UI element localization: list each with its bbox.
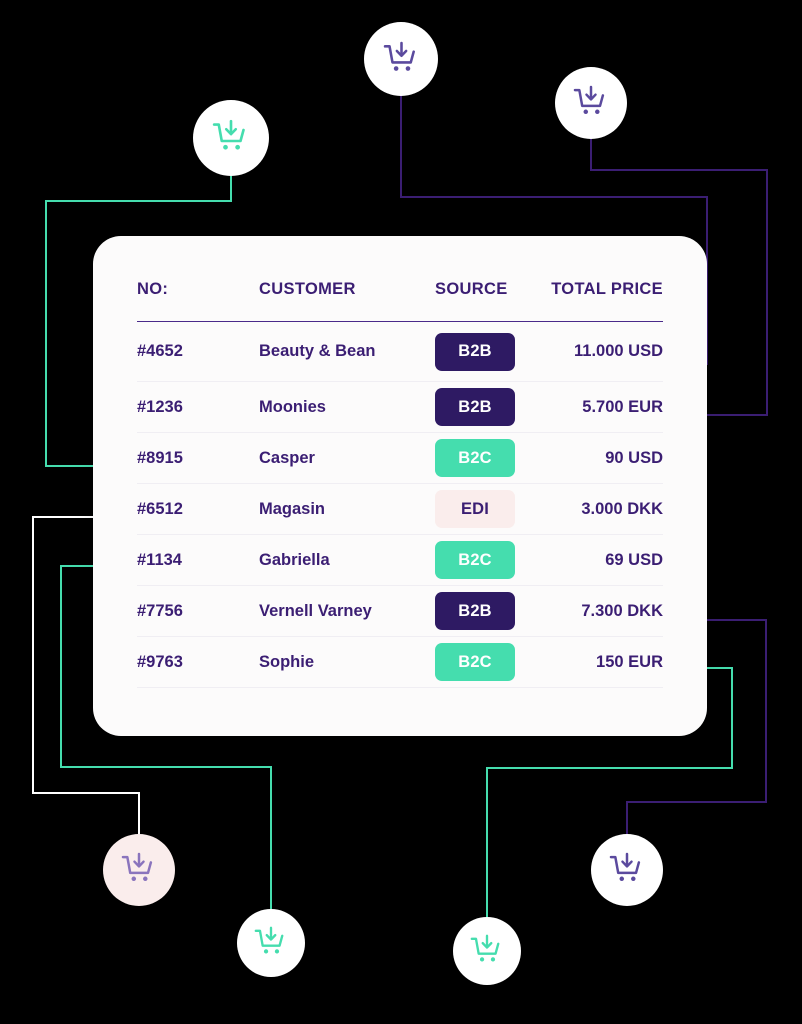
cell-source: B2B <box>435 585 549 637</box>
wire-purple-bottom-right <box>626 619 767 834</box>
status-badge[interactable]: B2B <box>435 332 515 371</box>
table-footer-spacer <box>137 688 663 732</box>
cell-order-no: #6512 <box>137 483 259 535</box>
node-bottom-mid1[interactable] <box>237 909 305 977</box>
orders-table-head: NO: CUSTOMER SOURCE TOTAL PRICE <box>137 236 663 322</box>
status-badge[interactable]: EDI <box>435 490 515 528</box>
node-bottom-right[interactable] <box>591 834 663 906</box>
shopping-cart-download-icon <box>382 40 421 79</box>
cell-source: B2C <box>435 432 549 484</box>
cell-customer: Casper <box>259 432 435 484</box>
wire-green-top-left <box>45 176 232 467</box>
status-badge[interactable]: B2C <box>435 439 515 477</box>
shopping-cart-download-icon <box>608 851 646 889</box>
wire-purple-top-right <box>590 139 768 416</box>
status-badge[interactable]: B2B <box>435 592 515 630</box>
cell-total-price: 7.300 DKK <box>549 585 663 637</box>
cell-customer: Beauty & Bean <box>259 321 435 382</box>
cell-customer: Sophie <box>259 636 435 688</box>
status-badge[interactable]: B2B <box>435 388 515 426</box>
cell-order-no: #9763 <box>137 636 259 688</box>
cell-customer: Magasin <box>259 483 435 535</box>
cell-order-no: #1236 <box>137 381 259 433</box>
node-top-center[interactable] <box>364 22 438 96</box>
node-bottom-left[interactable] <box>103 834 175 906</box>
cell-order-no: #4652 <box>137 321 259 382</box>
column-header-source[interactable]: SOURCE <box>435 280 508 298</box>
column-header-no[interactable]: NO: <box>137 280 169 298</box>
node-top-right[interactable] <box>555 67 627 139</box>
cell-source: B2B <box>435 321 549 382</box>
node-bottom-mid2[interactable] <box>453 917 521 985</box>
shopping-cart-download-icon <box>120 851 158 889</box>
wire-green-bottom-mid1 <box>60 565 272 909</box>
status-badge[interactable]: B2C <box>435 643 515 681</box>
column-header-customer[interactable]: CUSTOMER <box>259 280 356 298</box>
cell-source: B2C <box>435 534 549 586</box>
wire-green-bottom-mid2 <box>486 667 733 917</box>
cell-customer: Gabriella <box>259 534 435 586</box>
cell-total-price: 69 USD <box>549 534 663 586</box>
shopping-cart-download-icon <box>253 925 289 961</box>
cell-order-no: #7756 <box>137 585 259 637</box>
shopping-cart-download-icon <box>572 84 610 122</box>
wire-white-bottom-left <box>32 516 140 834</box>
spacer-cell <box>137 688 663 732</box>
orders-table-header-row: NO: CUSTOMER SOURCE TOTAL PRICE <box>137 236 663 322</box>
cell-customer: Vernell Varney <box>259 585 435 637</box>
cell-source: B2B <box>435 381 549 433</box>
cell-total-price: 150 EUR <box>549 636 663 688</box>
cell-total-price: 11.000 USD <box>549 321 663 382</box>
cell-total-price: 5.700 EUR <box>549 381 663 433</box>
cell-total-price: 90 USD <box>549 432 663 484</box>
cell-total-price: 3.000 DKK <box>549 483 663 535</box>
cell-order-no: #1134 <box>137 534 259 586</box>
cell-customer: Moonies <box>259 381 435 433</box>
cell-source: B2C <box>435 636 549 688</box>
column-header-total-price[interactable]: TOTAL PRICE <box>551 280 663 298</box>
shopping-cart-download-icon <box>469 933 505 969</box>
shopping-cart-download-icon <box>211 118 251 158</box>
cell-order-no: #8915 <box>137 432 259 484</box>
status-badge[interactable]: B2C <box>435 541 515 579</box>
node-top-left[interactable] <box>193 100 269 176</box>
cell-source: EDI <box>435 483 549 535</box>
